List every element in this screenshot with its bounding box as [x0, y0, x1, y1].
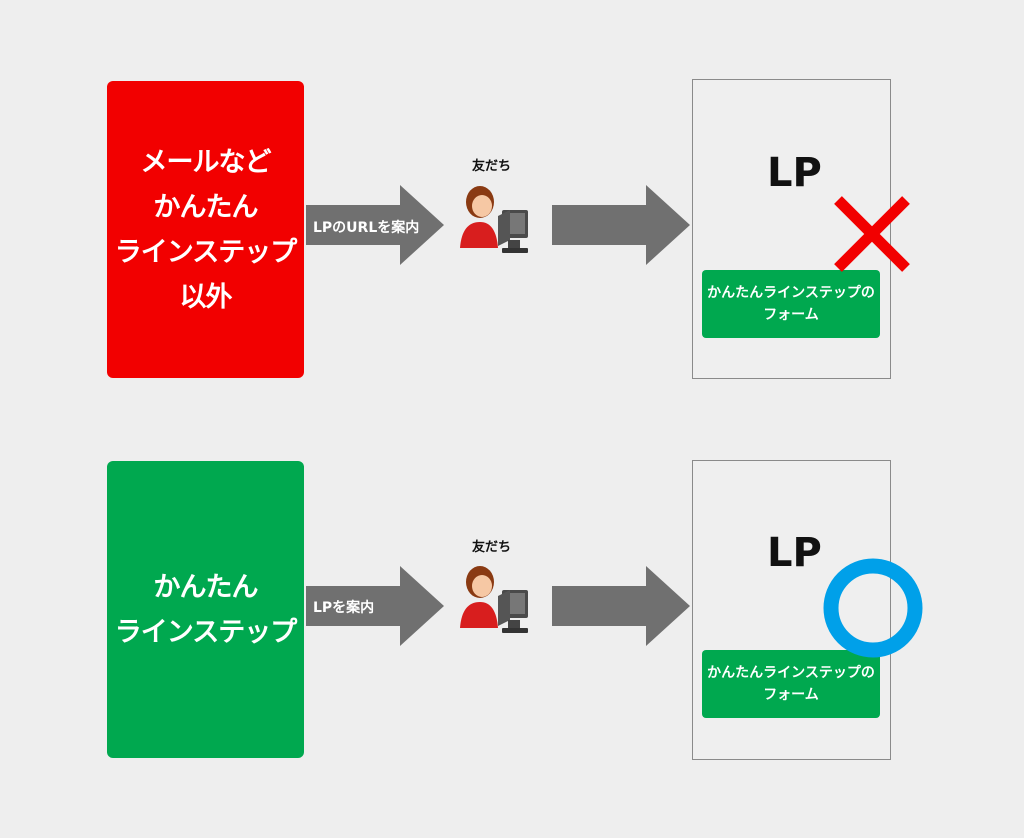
- arrow-guide-url: [306, 185, 444, 265]
- cross-icon: [834, 196, 910, 272]
- arrow-label-url: LPのURLを案内: [313, 220, 420, 236]
- user-at-computer-icon: [460, 566, 528, 633]
- source-box-other: メールなど かんたん ラインステップ 以外: [107, 81, 304, 378]
- form-button[interactable]: かんたんラインステップの フォーム: [702, 650, 880, 718]
- friend-label: 友だち: [472, 540, 512, 555]
- user-at-computer-icon: [460, 186, 528, 253]
- lp-title: LP: [767, 150, 822, 196]
- form-button[interactable]: かんたんラインステップの フォーム: [702, 270, 880, 338]
- arrow-to-lp: [552, 566, 690, 646]
- friend-label: 友だち: [472, 159, 512, 174]
- arrow-guide-lp: [306, 566, 444, 646]
- arrow-label-lp: LPを案内: [313, 600, 375, 616]
- arrow-to-lp: [552, 185, 690, 265]
- circle-icon: [823, 558, 923, 658]
- lp-title: LP: [767, 530, 822, 576]
- source-box-kantan: かんたん ラインステップ: [107, 461, 304, 758]
